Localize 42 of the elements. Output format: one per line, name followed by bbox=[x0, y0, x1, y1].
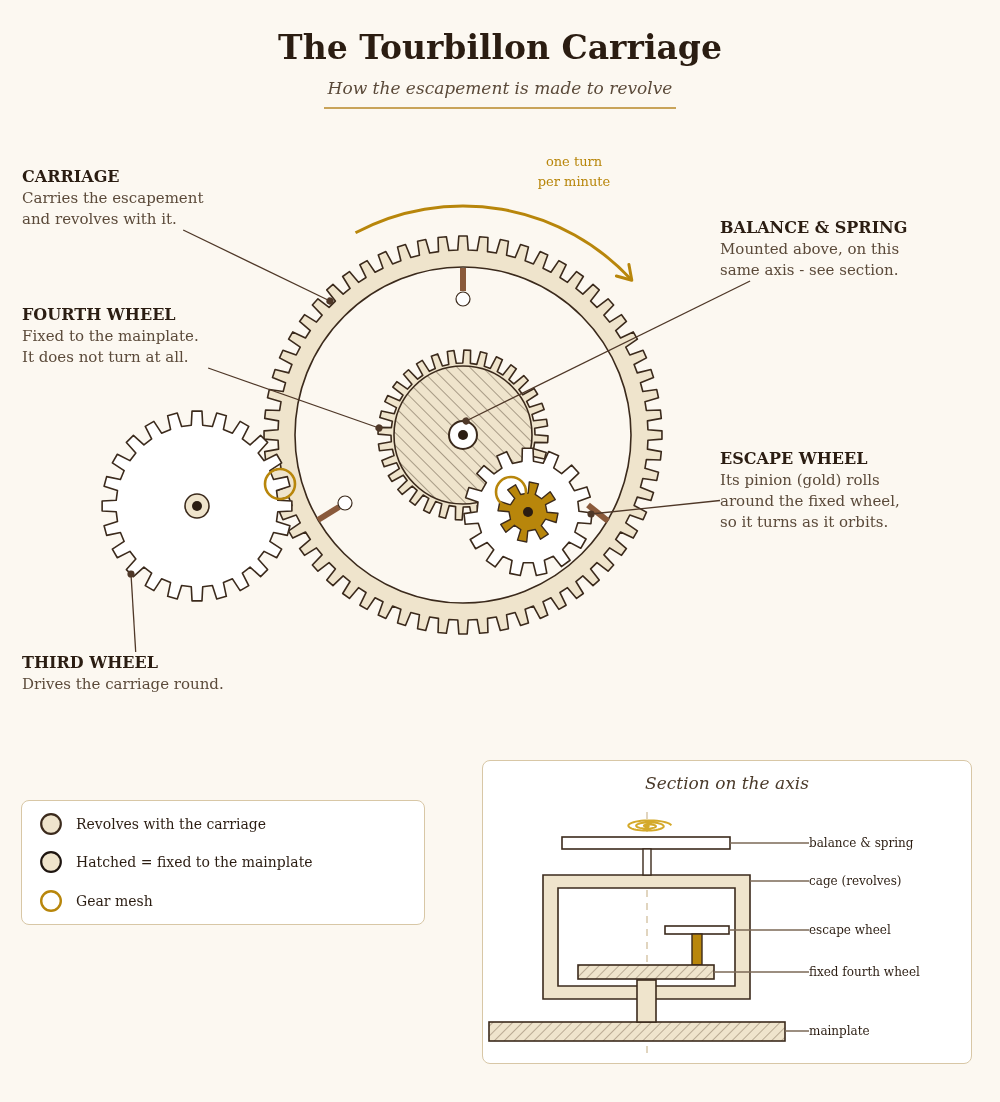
leader-line bbox=[728, 929, 810, 931]
diagram-title: The Tourbillon Carriage bbox=[278, 28, 722, 68]
subtitle: How the escapement is made to revolve bbox=[327, 77, 673, 99]
cage-frame bbox=[542, 874, 751, 1000]
callout-heading: FOURTH WHEEL bbox=[22, 304, 176, 326]
leader-line bbox=[207, 367, 383, 432]
escape-wheel-bar bbox=[664, 925, 730, 966]
legend-text: Gear mesh bbox=[76, 892, 153, 910]
escape-gear bbox=[463, 447, 593, 577]
panel-title: Section on the axis bbox=[645, 772, 809, 794]
rotation-note: one turn per minute bbox=[536, 153, 612, 191]
legend-text: Hatched = fixed to the mainplate bbox=[76, 853, 313, 871]
ring-gear bbox=[263, 235, 663, 635]
part-label: cage (revolves) bbox=[809, 873, 902, 889]
section-panel bbox=[482, 760, 972, 1064]
leader-line bbox=[127, 570, 137, 653]
leader-line bbox=[587, 499, 721, 518]
leader-line bbox=[729, 842, 810, 844]
part-label: balance & spring bbox=[809, 835, 914, 851]
legend-text: Revolves with the carriage bbox=[76, 815, 267, 833]
mainplate-bar bbox=[488, 1021, 786, 1042]
part-label: escape wheel bbox=[809, 922, 891, 938]
axis-hub bbox=[448, 420, 478, 450]
callout-heading: THIRD WHEEL bbox=[22, 652, 158, 674]
callout-text: Drives the carriage round. bbox=[22, 674, 225, 695]
part-label: mainplate bbox=[809, 1023, 870, 1039]
callout-heading: ESCAPE WHEEL bbox=[720, 448, 868, 470]
callout-text: Mounted above, on this same axis - see section. bbox=[720, 239, 901, 281]
leader-line bbox=[462, 280, 751, 425]
spur-gear bbox=[101, 410, 293, 602]
leader-line bbox=[713, 971, 810, 973]
callout-text: Carries the escapement and revolves with it. bbox=[22, 188, 205, 230]
leader-line bbox=[182, 229, 334, 305]
leader-line bbox=[749, 880, 810, 882]
callout-heading: BALANCE & SPRING bbox=[720, 217, 908, 239]
leader-line bbox=[784, 1030, 810, 1032]
part-label: fixed fourth wheel bbox=[809, 964, 920, 980]
callout-text: Fixed to the mainplate. It does not turn at all. bbox=[22, 326, 200, 368]
balance-bar bbox=[561, 819, 731, 850]
callout-heading: CARRIAGE bbox=[22, 166, 120, 188]
hatched-plate bbox=[577, 964, 715, 980]
callout-text: Its pinion (gold) rolls around the fixed wheel, so it turns as it orbits. bbox=[720, 470, 901, 533]
